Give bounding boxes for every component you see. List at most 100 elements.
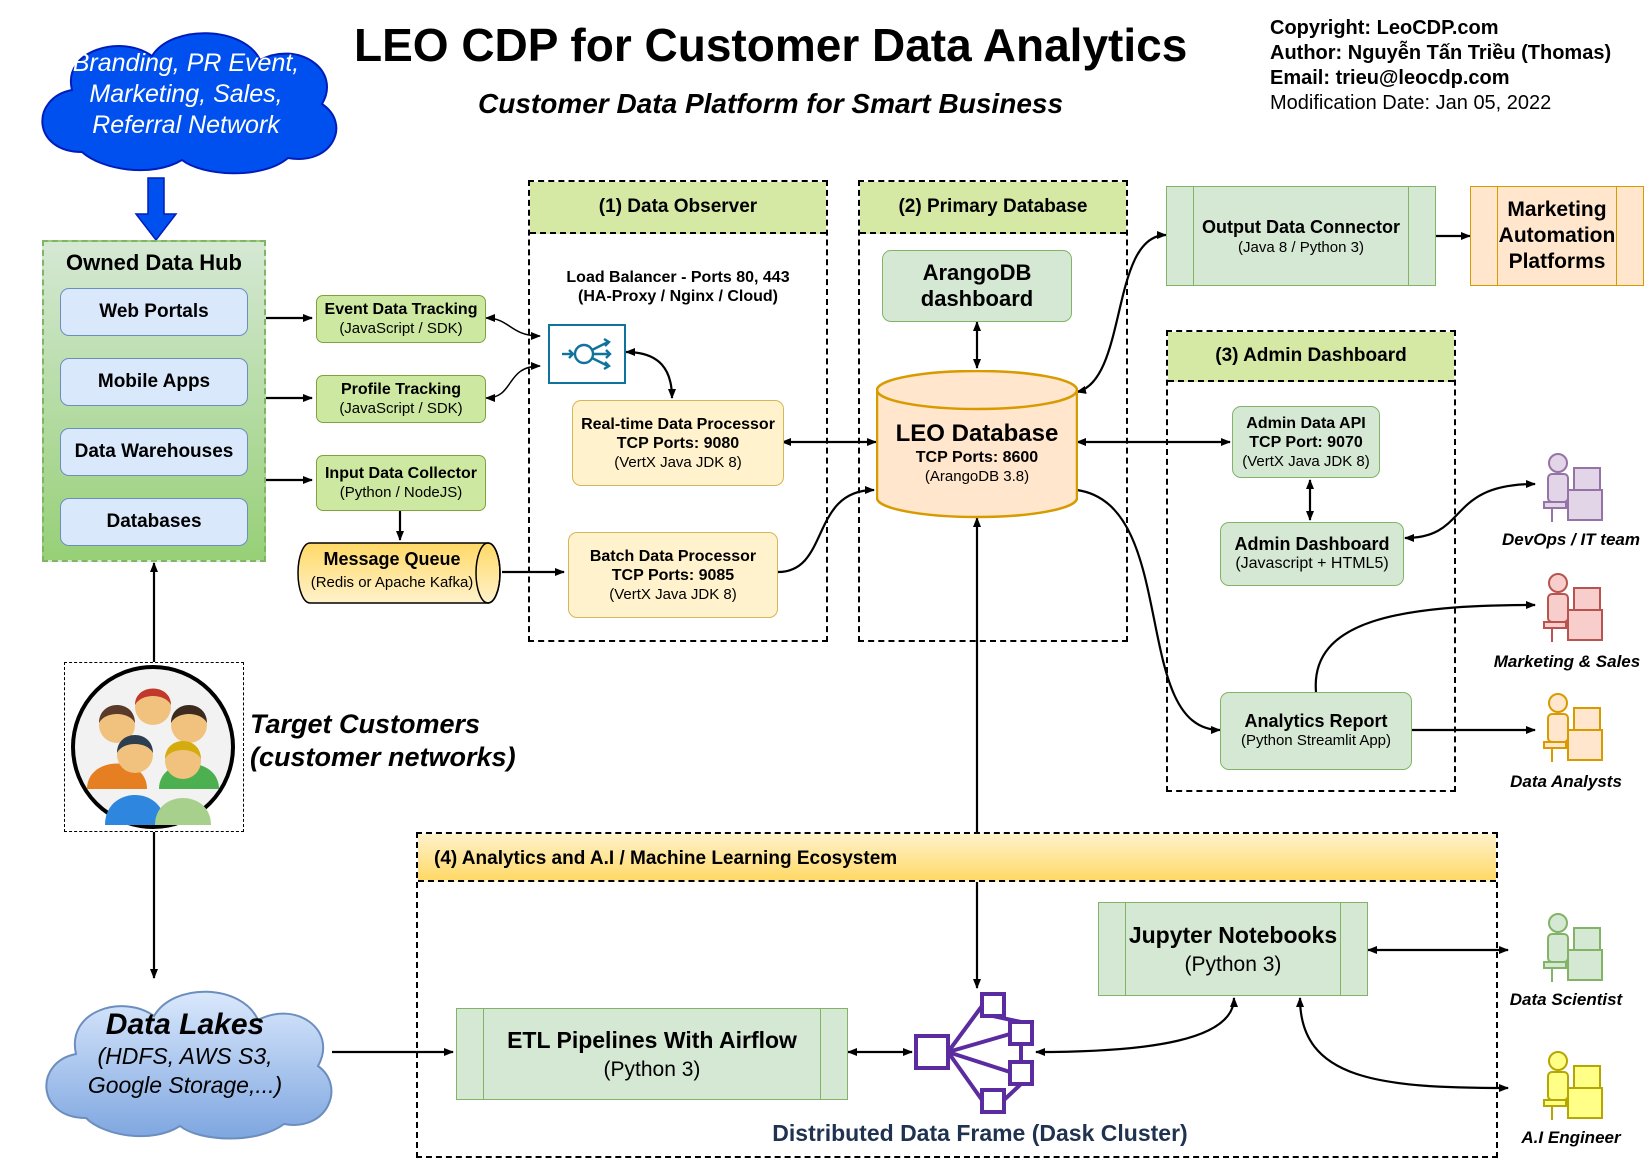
queue-sub: (Redis or Apache Kafka) (310, 574, 474, 591)
output-data-connector[interactable]: Output Data Connector (Java 8 / Python 3… (1166, 186, 1436, 286)
page-title: LEO CDP for Customer Data Analytics (354, 19, 1188, 71)
lakes-line-3: Google Storage,...) (87, 1072, 283, 1098)
event-tracking-sub: (JavaScript / SDK) (339, 320, 463, 337)
copyright-text: Copyright: LeoCDP.com (1270, 17, 1499, 39)
batch-sub: (VertX Java JDK 8) (609, 585, 737, 603)
lb-line-1: Load Balancer - Ports 80, 443 (566, 269, 790, 286)
marketing-label: Marketing & Sales (1493, 652, 1641, 671)
leo-database[interactable]: LEO Database TCP Ports: 8600 (ArangoDB 3… (876, 370, 1078, 520)
profile-tracking-title: Profile Tracking (340, 381, 462, 398)
email-text: Email: trieu@leocdp.com (1270, 67, 1510, 89)
hub-item-mobile-apps[interactable]: Mobile Apps (60, 358, 248, 406)
message-queue[interactable]: Message Queue (Redis or Apache Kafka) (296, 542, 502, 604)
ma-line-2: Automation (1498, 224, 1616, 247)
api-sub: (VertX Java JDK 8) (1242, 452, 1370, 470)
customer-group-icon (71, 665, 235, 829)
analysts-label: Data Analysts (1510, 772, 1622, 791)
person-at-desk-icon (1543, 913, 1603, 982)
jupyter-title: Jupyter Notebooks (1128, 921, 1338, 948)
customers-image-frame (64, 662, 244, 832)
jupyter-notebooks-box[interactable]: Jupyter Notebooks (Python 3) (1098, 902, 1368, 996)
ma-line-1: Marketing (1507, 198, 1607, 221)
analytics-report-box[interactable]: Analytics Report (Python Streamlit App) (1220, 692, 1412, 770)
branding-cloud: Branding, PR Event, Marketing, Sales, Re… (22, 20, 350, 176)
dask-label: Distributed Data Frame (Dask Cluster) (772, 1120, 1188, 1146)
load-balancer-label: Load Balancer - Ports 80, 443 (HA-Proxy … (536, 268, 820, 306)
realtime-sub: (VertX Java JDK 8) (614, 453, 742, 471)
devops-label: DevOps / IT team (1502, 530, 1640, 549)
cloud-line-1: Branding, PR Event, (72, 49, 300, 77)
etl-title: ETL Pipelines With Airflow (507, 1026, 797, 1053)
database-cylinder-icon (876, 370, 1078, 519)
report-sub: (Python Streamlit App) (1240, 732, 1392, 749)
customers-line-1: Target Customers (250, 709, 481, 739)
person-at-desk-icon (1543, 573, 1603, 642)
arangodb-dashboard-box[interactable]: ArangoDB dashboard (882, 250, 1072, 322)
batch-processor-box[interactable]: Batch Data Processor TCP Ports: 9085 (Ve… (568, 532, 778, 618)
lakes-line-2: (HDFS, AWS S3, (97, 1043, 273, 1069)
report-title: Analytics Report (1244, 711, 1388, 731)
realtime-title: Real-time Data Processor (581, 415, 775, 433)
marketing-automation-platforms[interactable]: Marketing Automation Platforms (1470, 186, 1644, 286)
admin-dashboard-title: (3) Admin Dashboard (1168, 332, 1454, 382)
modification-date: Modification Date: Jan 05, 2022 (1270, 92, 1552, 114)
author-text: Author: Nguyễn Tấn Triều (Thomas) (1270, 42, 1612, 64)
person-at-desk-icon (1543, 693, 1603, 762)
input-data-collector-box[interactable]: Input Data Collector (Python / NodeJS) (316, 455, 486, 511)
scientist-label: Data Scientist (1509, 990, 1623, 1009)
primary-database-title: (2) Primary Database (860, 182, 1126, 234)
analysts-person (1538, 692, 1604, 764)
api-title: Admin Data API (1246, 414, 1366, 432)
load-balancer-glyph-icon (562, 337, 612, 371)
realtime-ports: TCP Ports: 9080 (616, 434, 740, 452)
load-balancer-icon[interactable] (548, 324, 626, 384)
customers-line-2: (customer networks) (250, 742, 516, 772)
event-data-tracking-box[interactable]: Event Data Tracking (JavaScript / SDK) (316, 295, 486, 343)
event-tracking-title: Event Data Tracking (324, 301, 478, 318)
queue-cylinder-icon (297, 542, 501, 604)
target-customers-label: Target Customers (customer networks) (250, 708, 550, 774)
db-title: LEO Database (895, 420, 1059, 447)
etl-pipelines-box[interactable]: ETL Pipelines With Airflow (Python 3) (456, 1008, 848, 1100)
page-subtitle: Customer Data Platform for Smart Busines… (478, 88, 1064, 119)
lakes-title: Data Lakes (105, 1008, 265, 1041)
admin-data-api-box[interactable]: Admin Data API TCP Port: 9070 (VertX Jav… (1232, 406, 1380, 478)
primary-database-panel: (2) Primary Database (858, 180, 1128, 642)
data-lakes-cloud[interactable]: Data Lakes (HDFS, AWS S3, Google Storage… (28, 976, 342, 1142)
admin-dashboard-panel: (3) Admin Dashboard (1166, 330, 1456, 792)
ai-engineer-label: A.I Engineer (1521, 1128, 1621, 1147)
hub-item-data-warehouses[interactable]: Data Warehouses (60, 428, 248, 476)
ml-ecosystem-title: (4) Analytics and A.I / Machine Learning… (418, 834, 1496, 882)
cloud-line-3: Referral Network (92, 111, 280, 139)
data-observer-panel: (1) Data Observer (528, 180, 828, 642)
credits-block: Copyright: LeoCDP.com Author: Nguyễn Tấn… (1270, 16, 1648, 116)
admin-dash-title: Admin Dashboard (1234, 534, 1390, 554)
arango-line-1: ArangoDB (922, 260, 1032, 285)
output-sub: (Java 8 / Python 3) (1238, 238, 1364, 256)
data-observer-title: (1) Data Observer (530, 182, 826, 234)
hub-title: Owned Data Hub (65, 250, 242, 275)
dask-cluster-icon[interactable] (914, 992, 1038, 1116)
realtime-processor-box[interactable]: Real-time Data Processor TCP Ports: 9080… (572, 400, 784, 486)
queue-title: Message Queue (323, 549, 461, 569)
jupyter-sub: (Python 3) (1184, 952, 1282, 976)
collector-title: Input Data Collector (324, 465, 477, 482)
batch-ports: TCP Ports: 9085 (611, 566, 735, 584)
cloud-shape-icon (41, 32, 338, 175)
output-title: Output Data Connector (1202, 216, 1400, 237)
profile-tracking-box[interactable]: Profile Tracking (JavaScript / SDK) (316, 375, 486, 423)
admin-dashboard-box[interactable]: Admin Dashboard (Javascript + HTML5) (1220, 522, 1404, 586)
marketing-person (1538, 572, 1604, 644)
hub-item-databases[interactable]: Databases (60, 498, 248, 546)
owned-data-hub: Owned Data Hub Web Portals Mobile Apps D… (42, 240, 266, 562)
ml-ecosystem-panel: (4) Analytics and A.I / Machine Learning… (416, 832, 1498, 1158)
hub-item-web-portals[interactable]: Web Portals (60, 288, 248, 336)
admin-dash-sub: (Javascript + HTML5) (1235, 555, 1389, 572)
db-ports: TCP Ports: 8600 (915, 449, 1039, 466)
person-at-desk-icon (1543, 453, 1603, 522)
batch-title: Batch Data Processor (589, 547, 757, 565)
person-at-desk-icon (1543, 1051, 1603, 1120)
ma-line-3: Platforms (1508, 250, 1606, 273)
cloud-shape-icon (45, 990, 333, 1140)
